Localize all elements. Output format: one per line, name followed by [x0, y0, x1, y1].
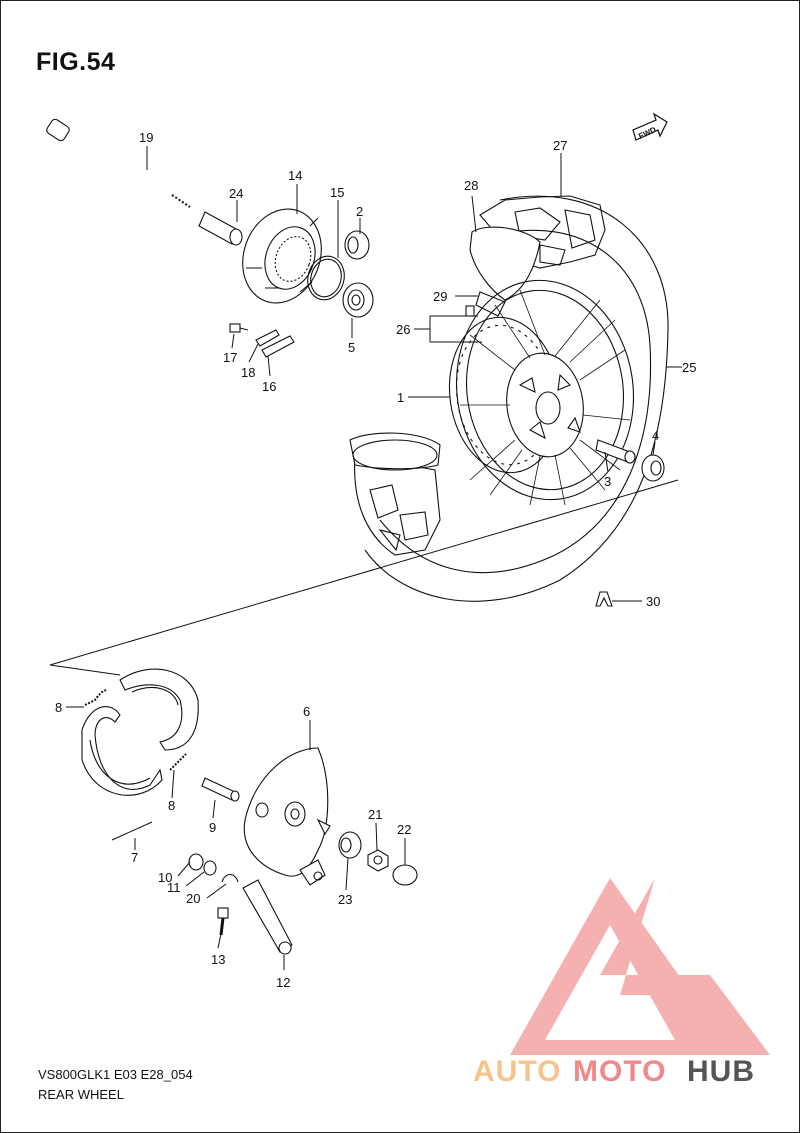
model-code: VS800GLK1 E03 E28_054	[38, 1067, 193, 1082]
part-21-nut	[367, 849, 389, 872]
part-15-o-ring	[307, 255, 345, 301]
callout-14: 14	[288, 168, 302, 183]
callout-10: 10	[158, 870, 172, 885]
callout-5: 5	[348, 340, 355, 355]
callout-21: 21	[368, 807, 382, 822]
part-28-rim-band	[469, 226, 541, 317]
callout-16: 16	[262, 379, 276, 394]
callout-11: 11	[167, 880, 181, 895]
callout-25: 25	[682, 360, 696, 375]
part-30-clip	[595, 591, 642, 607]
callout-13: 13	[211, 952, 225, 967]
callout-1: 1	[397, 390, 404, 405]
callout-19: 19	[139, 130, 153, 145]
part-3-spacer	[595, 439, 636, 464]
part-1-wheel-rim	[448, 279, 635, 506]
callout-12: 12	[276, 975, 290, 990]
watermark-moto: MOTO	[573, 1055, 666, 1088]
figure-title: FIG.54	[36, 48, 116, 76]
part-7-brake-shoes	[81, 668, 199, 841]
callout-9: 9	[209, 820, 216, 835]
part-12-brake-arm	[242, 879, 293, 955]
callout-24: 24	[229, 186, 243, 201]
part-23-spacer	[338, 831, 362, 859]
callout-6: 6	[303, 704, 310, 719]
callout-2: 2	[356, 204, 363, 219]
callout-7: 7	[131, 850, 138, 865]
callout-4: 4	[652, 428, 659, 443]
callout-22: 22	[397, 822, 411, 837]
fwd-arrow-icon: FWD	[632, 112, 668, 141]
part-19-axle	[46, 118, 191, 208]
watermark-hub: HUB	[687, 1055, 755, 1088]
callout-8b: 8	[168, 798, 175, 813]
part-20-clip	[221, 873, 239, 883]
watermark-auto: AUTO	[473, 1055, 561, 1088]
figure-caption: REAR WHEEL	[38, 1087, 124, 1102]
part-8-springs	[84, 689, 187, 771]
callout-20: 20	[186, 891, 200, 906]
watermark-text: AUTO MOTO HUB	[473, 1055, 755, 1088]
callout-26: 26	[396, 322, 410, 337]
parts-10-11-washers	[188, 853, 217, 876]
part-6-brake-panel	[243, 747, 331, 886]
callout-3: 3	[604, 474, 611, 489]
parts-16-17-18-fasteners	[229, 323, 295, 358]
part-14-hub-drum	[242, 208, 322, 304]
part-22-cap	[392, 864, 418, 886]
callout-labels: 1 2 3 4 5 6 7 8 8 9 10 11 12 13 14 15 16…	[55, 130, 696, 990]
part-13-bolt	[217, 907, 229, 936]
callout-30: 30	[646, 594, 660, 609]
leader-lines	[66, 146, 682, 970]
part-24-spacer	[198, 211, 243, 246]
part-29-valve-cap	[465, 305, 475, 317]
callout-8a: 8	[55, 700, 62, 715]
callout-18: 18	[241, 365, 255, 380]
callout-15: 15	[330, 185, 344, 200]
part-5-bearing	[342, 282, 374, 318]
callout-27: 27	[553, 138, 567, 153]
callout-28: 28	[464, 178, 478, 193]
part-2-spacer	[344, 230, 370, 260]
tire-cutaway	[349, 432, 441, 471]
part-9-brake-cam	[201, 777, 240, 802]
part-4-collar	[641, 454, 665, 482]
watermark-logo	[510, 878, 770, 1055]
assembly-guide-line	[49, 479, 679, 666]
callout-29: 29	[433, 289, 447, 304]
callout-23: 23	[338, 892, 352, 907]
callout-17: 17	[223, 350, 237, 365]
assembly-guide-line-2	[49, 664, 121, 676]
